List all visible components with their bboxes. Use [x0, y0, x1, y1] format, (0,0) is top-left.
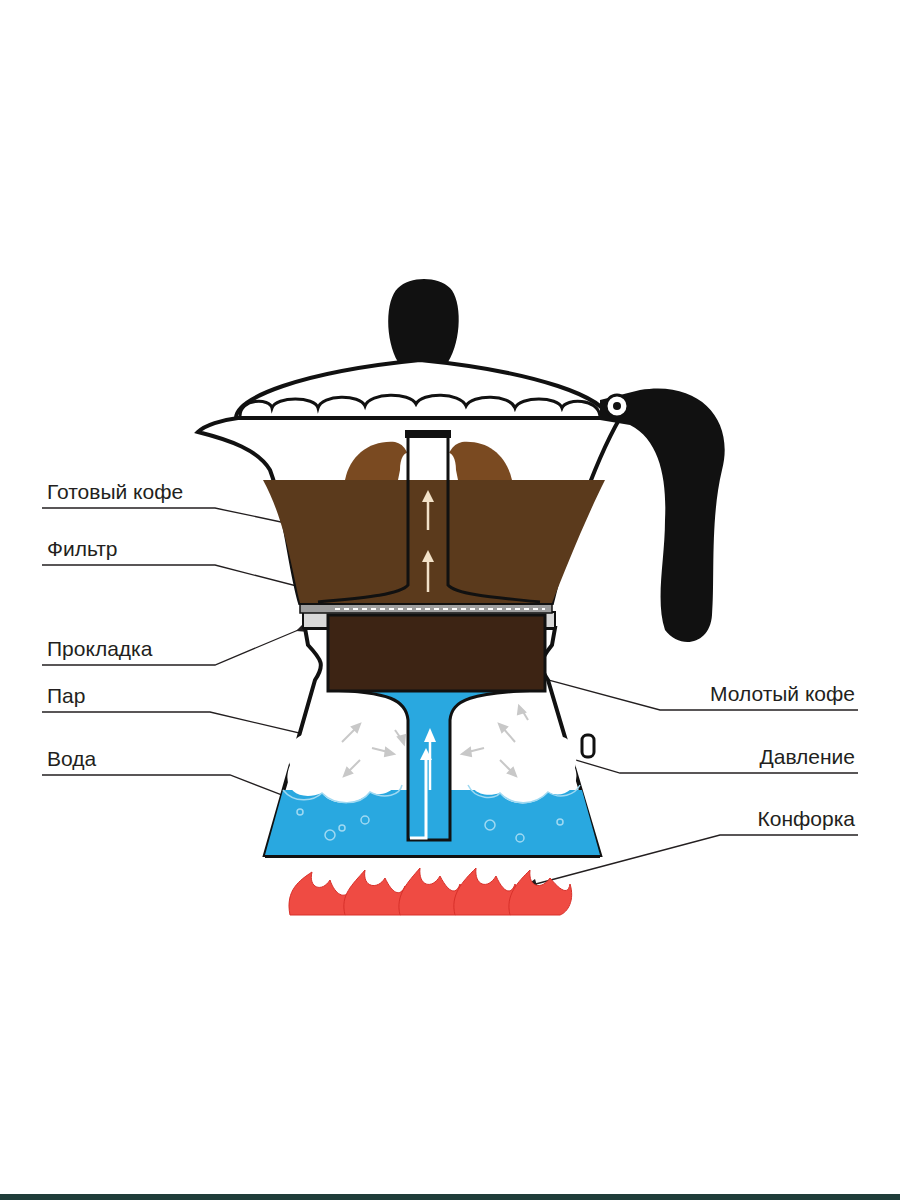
- funnel-tube: [328, 690, 545, 840]
- lid-dome: [236, 360, 608, 418]
- handle-grip: [600, 388, 725, 642]
- part-label: Молотый кофе: [708, 682, 857, 706]
- ready-coffee: [263, 480, 605, 603]
- upper-chamber: [198, 418, 620, 603]
- bottom-bar: [0, 1194, 900, 1200]
- flow-arrow: [427, 560, 430, 592]
- lid-scallops: [240, 395, 600, 416]
- leader-line: [42, 628, 303, 665]
- part-label: Давление: [757, 745, 857, 769]
- steam-cloud: [468, 723, 577, 803]
- flow-arrow-head: [424, 728, 436, 742]
- handle: [600, 388, 725, 642]
- part-label: Конфорка: [756, 807, 857, 831]
- safety-valve: [582, 735, 594, 757]
- boiler-base: [265, 855, 600, 858]
- part-label: Вода: [45, 747, 98, 771]
- flow-arrow: [429, 740, 432, 790]
- steam-cloud: [287, 721, 401, 803]
- filter-assembly: [300, 603, 555, 691]
- coffee-basket: [328, 615, 545, 691]
- lid-knob: [388, 279, 459, 362]
- hinge: [606, 395, 628, 417]
- part-label: Прокладка: [45, 637, 154, 661]
- part-label: Пар: [45, 684, 87, 708]
- flow-arrow: [427, 500, 430, 530]
- lid: [236, 279, 608, 418]
- steam-edge: [283, 785, 402, 803]
- filter-holes: [335, 608, 545, 610]
- hinge-pin: [613, 402, 621, 410]
- burner-flames: [289, 868, 572, 915]
- flame: [509, 870, 572, 915]
- part-label: Готовый кофе: [45, 480, 185, 504]
- steam-edge: [468, 785, 580, 803]
- flow-arrow-head: [422, 490, 434, 502]
- leader-line: [528, 746, 858, 773]
- flow-arrow-head: [422, 550, 434, 562]
- flow-arrow: [410, 758, 426, 838]
- collector-body: [198, 418, 620, 603]
- collector-column: [318, 438, 540, 602]
- flame: [289, 872, 352, 915]
- column-cap: [405, 430, 451, 438]
- part-label: Фильтр: [45, 537, 120, 561]
- pressure-arrows: [342, 706, 528, 776]
